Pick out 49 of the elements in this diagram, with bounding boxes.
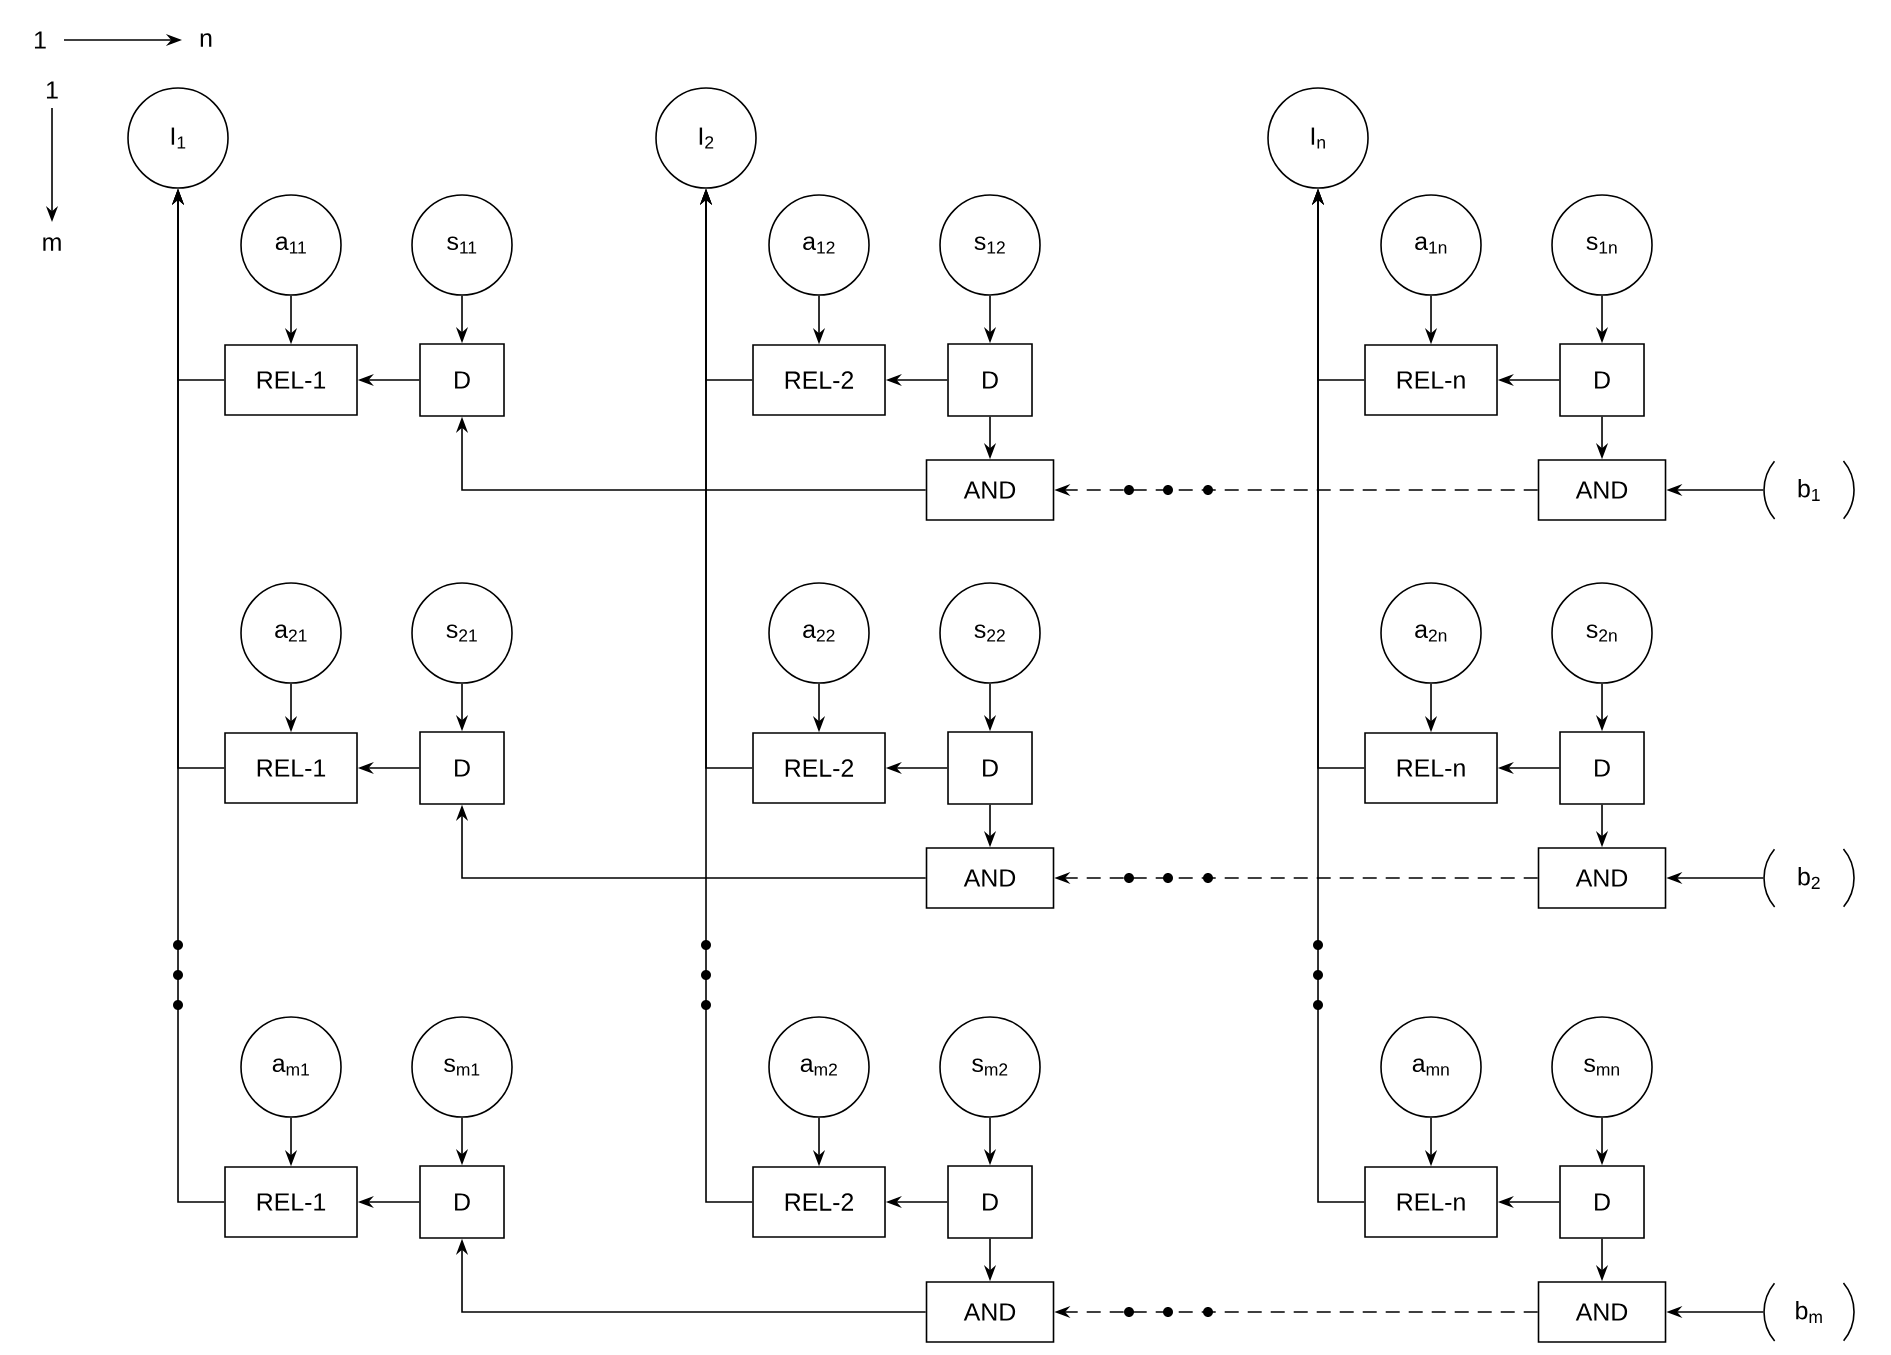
circle-node: s$_{21}$ [411,582,513,684]
circle-node: a$_{2n}$ [1380,582,1482,684]
process-box: D [947,1165,1033,1239]
and-gate-box: AND [925,459,1055,521]
circle-node: a$_{m1}$ [240,1016,342,1118]
circle-node: I$_{1}$ [127,87,229,189]
and-gate-box: AND [1537,459,1667,521]
circle-node: a$_{mn}$ [1380,1016,1482,1118]
circle-node: s$_{m2}$ [939,1016,1041,1118]
process-box: REL-n [1364,732,1498,804]
axis-label: 1 [34,31,46,49]
circle-node: s$_{mn}$ [1551,1016,1653,1118]
circle-node: s$_{1n}$ [1551,194,1653,296]
axis-label: m [43,237,61,251]
process-box: REL-n [1364,344,1498,416]
circle-node: a$_{22}$ [768,582,870,684]
process-box: D [1559,1165,1645,1239]
circle-node: s$_{12}$ [939,194,1041,296]
process-box: D [947,731,1033,805]
circle-node: a$_{1n}$ [1380,194,1482,296]
circle-node: a$_{11}$ [240,194,342,296]
circle-node: a$_{21}$ [240,582,342,684]
circle-node: s$_{m1}$ [411,1016,513,1118]
process-box: REL-1 [224,732,358,804]
process-box: D [419,1165,505,1239]
process-box: REL-1 [224,1166,358,1238]
process-box: D [419,731,505,805]
process-box: D [1559,343,1645,417]
axis-label: 1 [46,81,58,99]
and-gate-box: AND [1537,847,1667,909]
process-box: D [1559,731,1645,805]
and-gate-box: AND [925,1281,1055,1343]
circle-node: a$_{12}$ [768,194,870,296]
axis-label: n [200,33,212,47]
process-box: REL-2 [752,732,886,804]
and-gate-box: AND [925,847,1055,909]
process-box: REL-2 [752,1166,886,1238]
circle-node: I$_{n}$ [1267,87,1369,189]
process-box: REL-2 [752,344,886,416]
process-box: D [419,343,505,417]
circle-node: a$_{m2}$ [768,1016,870,1118]
and-gate-box: AND [1537,1281,1667,1343]
circle-node: s$_{22}$ [939,582,1041,684]
process-box: REL-1 [224,344,358,416]
process-box: D [947,343,1033,417]
process-box: REL-n [1364,1166,1498,1238]
circle-node: s$_{2n}$ [1551,582,1653,684]
circle-node: s$_{11}$ [411,194,513,296]
circle-node: I$_{2}$ [655,87,757,189]
